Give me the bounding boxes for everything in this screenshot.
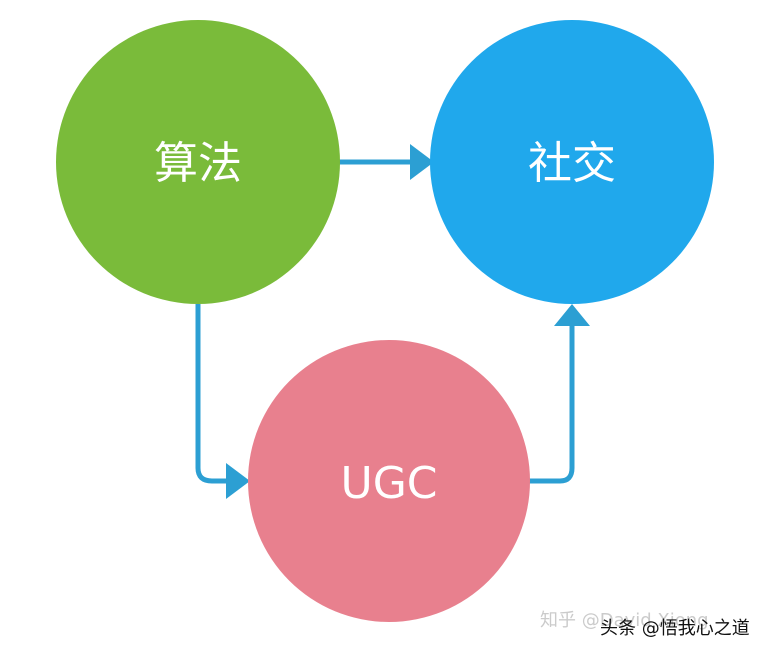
node-ugc: UGC bbox=[248, 340, 530, 622]
edge-ugc-to-social bbox=[528, 326, 575, 484]
arrowhead-right-social bbox=[410, 144, 434, 180]
connectors bbox=[195, 144, 590, 499]
node-social: 社交 bbox=[430, 20, 714, 304]
ugc-circle bbox=[248, 340, 530, 622]
arrowhead-right-ugc bbox=[226, 463, 250, 499]
edge-algorithm-to-ugc bbox=[195, 304, 228, 484]
algorithm-label: 算法 bbox=[154, 138, 242, 189]
social-circle bbox=[430, 20, 714, 304]
arrowhead-up-social bbox=[554, 304, 590, 326]
node-algorithm: 算法 bbox=[56, 20, 340, 304]
toutiao-watermark: 头条 @悟我心之道 bbox=[600, 618, 750, 639]
algorithm-circle bbox=[56, 20, 340, 304]
ugc-label: UGC bbox=[340, 458, 437, 509]
social-label: 社交 bbox=[528, 138, 616, 189]
zhihu-watermark: 知乎 @David Xiong bbox=[540, 610, 709, 631]
